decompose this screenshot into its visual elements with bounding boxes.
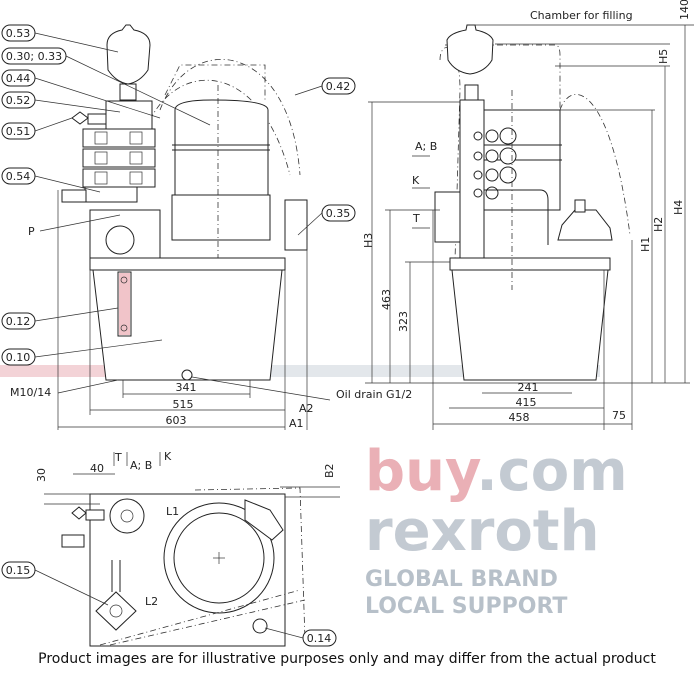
dim-40: 40 xyxy=(90,462,104,475)
oil-drain-label: Oil drain G1/2 xyxy=(336,388,412,401)
callout-044: 0.44 xyxy=(6,72,31,85)
dim-b2: B2 xyxy=(323,463,336,478)
watermark: buy.com rexroth GLOBAL BRAND LOCAL SUPPO… xyxy=(365,442,690,620)
side-view: Chamber for filling 140 H5 H4 H2 H1 H3 4… xyxy=(362,0,694,430)
callout-p: P xyxy=(28,225,35,238)
pump-top-icon xyxy=(109,498,145,534)
dim-a1: A1 xyxy=(289,417,304,430)
dim-603: 603 xyxy=(166,414,187,427)
front-view: 0.53 0.30; 0.33 0.44 0.52 0.51 0.54 P 0.… xyxy=(1,24,412,430)
top-port-k: K xyxy=(164,450,172,463)
label-l1: L1 xyxy=(166,505,179,518)
dim-h1: H1 xyxy=(639,237,652,252)
port-k-label: K xyxy=(412,174,420,187)
watermark-tagline: GLOBAL BRAND LOCAL SUPPORT xyxy=(365,567,568,619)
top-port-t: T xyxy=(114,451,122,464)
motor-icon xyxy=(174,99,269,196)
callout-042: 0.42 xyxy=(326,80,351,93)
callout-012: 0.12 xyxy=(6,315,31,328)
dim-140: 140 xyxy=(678,0,691,20)
dim-341: 341 xyxy=(176,381,197,394)
dimensions-front: 341 515 603 A2 A1 Oil drain G1/2 xyxy=(57,190,412,430)
oil-drain-icon xyxy=(181,369,193,381)
oil-tank-icon xyxy=(92,269,283,381)
oil-tank-side-icon xyxy=(451,269,609,381)
filter-top-icon xyxy=(95,591,137,631)
dim-241: 241 xyxy=(518,381,539,394)
port-t-label: T xyxy=(412,212,420,225)
top-view: T A; B K 40 30 B2 L1 L2 0.15 0.14 xyxy=(1,450,340,647)
dim-h4: H4 xyxy=(672,200,685,215)
dim-a2: A2 xyxy=(299,402,314,415)
dim-458: 458 xyxy=(509,411,530,424)
dim-30: 30 xyxy=(35,468,48,482)
port-ab-label: A; B xyxy=(415,140,437,153)
callout-030-033: 0.30; 0.33 xyxy=(6,50,62,63)
callout-014: 0.14 xyxy=(307,632,332,645)
dim-415: 415 xyxy=(516,396,537,409)
callout-035: 0.35 xyxy=(326,207,351,220)
dim-323: 323 xyxy=(397,311,410,332)
dimensions-top: T A; B K 40 30 B2 L1 L2 xyxy=(35,450,340,608)
accumulator-icon xyxy=(106,24,151,85)
callout-m10-14: M10/14 xyxy=(10,386,51,399)
callout-052: 0.52 xyxy=(6,94,31,107)
dim-515: 515 xyxy=(173,398,194,411)
dim-463: 463 xyxy=(380,289,393,310)
callout-015: 0.15 xyxy=(6,564,31,577)
top-port-ab: A; B xyxy=(130,459,152,472)
callout-010: 0.10 xyxy=(6,351,31,364)
label-l2: L2 xyxy=(145,595,158,608)
dimensions-side: Chamber for filling 140 H5 H4 H2 H1 H3 4… xyxy=(362,0,694,430)
dim-h5: H5 xyxy=(657,49,670,64)
callout-054: 0.54 xyxy=(6,170,31,183)
callout-051: 0.51 xyxy=(6,125,31,138)
dim-75: 75 xyxy=(612,409,626,422)
callout-053: 0.53 xyxy=(6,27,31,40)
callouts-front: 0.53 0.30; 0.33 0.44 0.52 0.51 0.54 P 0.… xyxy=(1,24,356,399)
disclaimer-footer: Product images are for illustrative purp… xyxy=(38,651,656,667)
chamber-for-filling-label: Chamber for filling xyxy=(530,9,633,22)
dim-h3: H3 xyxy=(362,233,375,248)
watermark-domain: .com xyxy=(476,439,628,504)
dim-h2: H2 xyxy=(652,217,665,232)
accumulator-side-icon xyxy=(446,24,494,75)
watermark-buy: buy xyxy=(365,439,477,504)
watermark-rexroth: rexroth xyxy=(365,499,600,564)
